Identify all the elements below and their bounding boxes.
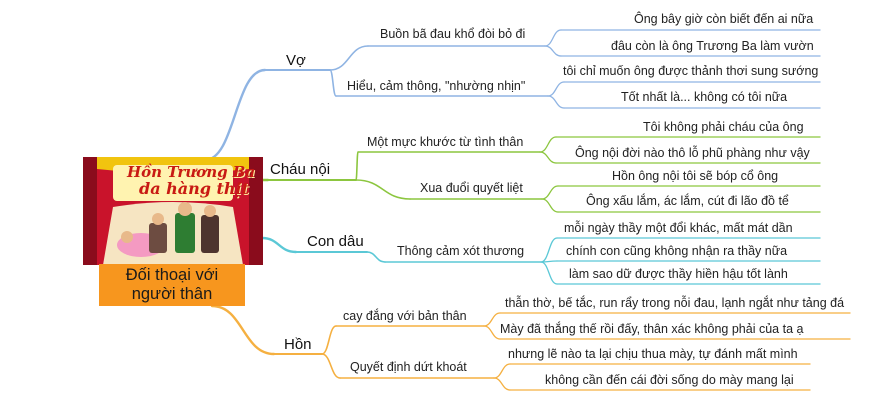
subtopic-label[interactable]: Một mực khước từ tình thân <box>367 135 524 149</box>
subtopic-label[interactable]: Xua đuổi quyết liệt <box>420 181 523 195</box>
subtopic-connector <box>329 45 369 71</box>
leaf-connector <box>493 363 511 379</box>
cover-title-line1: Hồn Trương Ba <box>127 163 256 181</box>
subtopic-connector <box>321 353 341 379</box>
leaf-connector <box>493 377 511 391</box>
leaf-label[interactable]: mỗi ngày thầy một đổi khác, mất mát dần <box>564 221 793 235</box>
central-topic-label: Đối thoại với người thân <box>125 266 219 303</box>
leaf-connector <box>540 237 558 263</box>
leaf-label[interactable]: Tôi không phải cháu của ông <box>643 120 804 134</box>
branch-connector <box>210 304 276 356</box>
leaf-connector <box>539 136 557 153</box>
leaf-connector <box>544 45 562 57</box>
subtopic-connector <box>329 69 337 97</box>
subtopic-connector <box>355 151 359 181</box>
branch-connector <box>203 68 267 162</box>
cover-illustration-icon <box>83 157 263 265</box>
subtopic-connector <box>321 325 337 355</box>
leaf-label[interactable]: Ông xấu lắm, ác lắm, cút đi lão đồ tể <box>586 194 789 208</box>
branch-con-dau[interactable]: Con dâu <box>307 233 364 250</box>
leaf-label[interactable]: thẫn thờ, bế tắc, run rẩy trong nỗi đau,… <box>505 296 845 310</box>
subtopic-connector <box>355 179 411 200</box>
subtopic-label[interactable]: cay đắng với bản thân <box>343 309 467 323</box>
central-topic[interactable]: Đối thoại với người thân <box>99 264 245 306</box>
leaf-label[interactable]: đâu còn là ông Trương Ba làm vườn <box>611 39 814 53</box>
branch-vo[interactable]: Vợ <box>286 52 306 69</box>
leaf-label[interactable]: Ông bây giờ còn biết đến ai nữa <box>634 12 814 26</box>
subtopic-connector <box>366 251 386 263</box>
leaf-connector <box>483 325 501 340</box>
leaf-connector <box>547 81 565 97</box>
branch-hon[interactable]: Hồn <box>284 336 312 353</box>
leaf-label[interactable]: không cần đến cái đời sống do mày mang l… <box>545 373 794 387</box>
leaf-label[interactable]: Hồn ông nội tôi sẽ bóp cổ ông <box>612 169 779 183</box>
leaf-connector <box>539 151 557 164</box>
play-cover-image: Hồn Trương Ba da hàng thịt <box>83 157 263 265</box>
leaf-label[interactable]: chính con cũng không nhận ra thầy nữa <box>566 244 788 258</box>
cover-title-line2: da hàng thịt <box>139 179 250 198</box>
leaf-label[interactable]: Tốt nhất là... không có tôi nữa <box>621 90 788 104</box>
leaf-label[interactable]: Mày đã thắng thế rồi đấy, thân xác không… <box>500 322 804 336</box>
subtopic-label[interactable]: Buồn bã đau khổ đòi bỏ đi <box>380 27 526 41</box>
leaf-connector <box>544 29 562 47</box>
leaf-label[interactable]: tôi chỉ muốn ông được thảnh thơi sung sư… <box>563 64 819 78</box>
leaf-connector <box>547 95 565 109</box>
leaf-label[interactable]: nhưng lẽ nào ta lại chịu thua mày, tự đá… <box>508 347 798 361</box>
branch-chau-noi[interactable]: Cháu nội <box>270 161 331 178</box>
subtopic-label[interactable]: Thông cảm xót thương <box>397 244 525 258</box>
subtopic-label[interactable]: Hiểu, cảm thông, "nhường nhịn" <box>347 79 526 93</box>
branch-connector <box>260 236 298 254</box>
leaf-connector <box>540 261 558 285</box>
leaf-label[interactable]: làm sao dữ được thầy hiền hậu tốt lành <box>569 267 788 281</box>
leaf-connector <box>483 312 501 327</box>
leaf-connector <box>541 185 559 200</box>
leaf-label[interactable]: Ông nội đời nào thô lỗ phũ phàng như vậy <box>575 146 810 160</box>
subtopic-label[interactable]: Quyết định dứt khoát <box>350 360 467 374</box>
leaf-connector <box>541 198 559 213</box>
